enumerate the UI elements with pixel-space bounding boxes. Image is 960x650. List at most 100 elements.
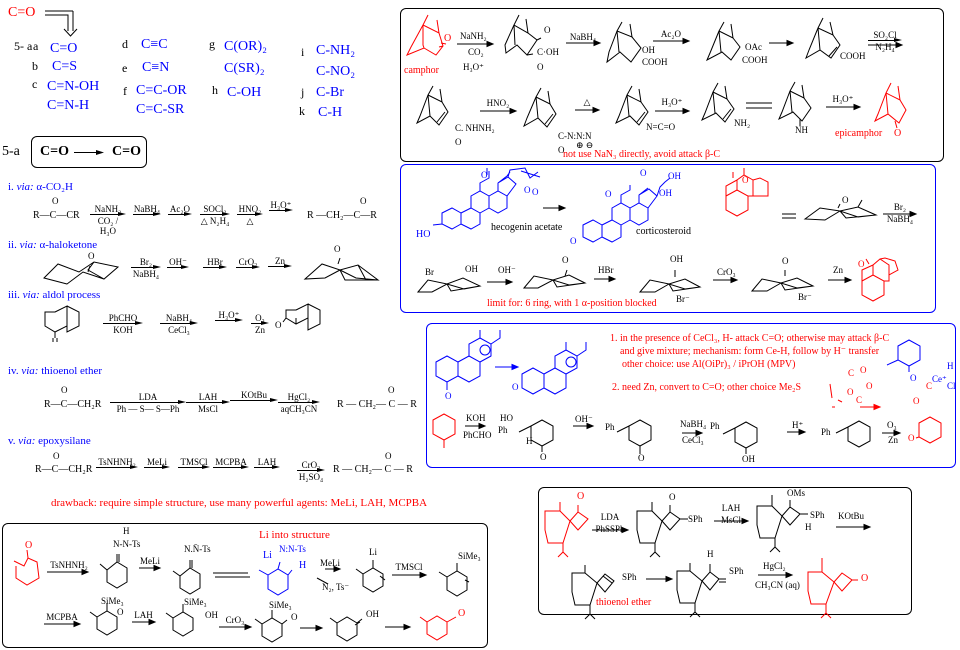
steroid-br4: Br⁻ <box>798 292 812 302</box>
reagent-top: SOCl₂ <box>203 204 227 214</box>
reagent-top: H₃O⁺ <box>832 94 854 104</box>
camphor-structure <box>405 14 447 56</box>
method-iv-step-1: LDA Ph — S— S—Ph <box>110 392 186 414</box>
method-num: i. <box>8 181 14 193</box>
transposition-box: C=O C=O <box>31 136 147 168</box>
cecl3-step-2-bottom: PhCHO <box>463 430 492 440</box>
group-j-letter: j <box>301 85 305 99</box>
group-i-letter: i <box>301 45 305 59</box>
cecl3-step-6-bottom: Zn <box>888 435 898 445</box>
cecl3-box <box>426 323 956 468</box>
reagent-top: HNO₂ <box>238 204 262 214</box>
spiro-sph2: SPh <box>688 514 703 524</box>
spiro-box <box>538 487 912 615</box>
oac: OAc <box>745 42 762 52</box>
steroid-oh1: OH <box>465 264 478 274</box>
steroid-o-ring: O <box>524 185 531 195</box>
shapiro-hydrazone: N-N-Ts <box>113 539 141 549</box>
group-b: C=S <box>52 59 78 74</box>
reagent-top: LDA <box>138 392 158 402</box>
transposition-to: C=O <box>112 144 141 159</box>
cecl3-o-prod: O <box>512 382 519 392</box>
shapiro-ket-si: SiMe₃ <box>269 600 292 610</box>
azide: C-N:N:N <box>558 131 592 141</box>
method-v-heading: v. via: epoxysilane <box>8 436 91 447</box>
shapiro-final-o: O <box>458 608 466 619</box>
method-iii-product-o: O <box>275 320 282 330</box>
cecl3-step-4-bottom: CeCl₃ <box>682 435 704 445</box>
spiro-o6: O <box>861 573 869 584</box>
hecogenin-structure <box>432 167 541 230</box>
spiro-h3: H <box>805 522 812 532</box>
group-e: C≡N <box>142 60 170 75</box>
hydroxy-cooh: COOH <box>642 57 668 67</box>
cs-o3: O <box>570 236 577 246</box>
hydrazide: C. NHNH₂ <box>455 123 495 133</box>
group-j: C-Br <box>316 85 344 100</box>
method-name: α-CO₂H <box>36 181 73 193</box>
reagent-top: SO₂Cl <box>873 30 897 40</box>
method-via: via: <box>22 289 40 301</box>
method-iii-step-3: H₃O⁺ <box>215 310 243 332</box>
arrow-blue <box>495 363 520 371</box>
epicamphor-structure <box>873 82 907 129</box>
method-i-product: R —CH₂—C—R <box>307 210 377 221</box>
label-5a: 5- a <box>14 39 33 53</box>
shapiro-enol-oh: OH <box>366 609 379 619</box>
camphor-step-3: Ac₂O <box>653 29 689 39</box>
reagent-bottom: △ N₂H₄ <box>200 216 230 226</box>
camphor-step-1-top: NaNH₂ <box>460 31 487 41</box>
methylcyclohexanone-product <box>419 615 457 641</box>
steroid-oh3: OH <box>670 254 683 264</box>
shapiro-step-4: TMSCl <box>392 562 426 572</box>
cecl3-note1-l3: other choice: use Al(OiPr)₃ / iPrOH (MPV… <box>622 359 796 370</box>
camphor-step-2: NaBH₄ <box>566 32 600 42</box>
method-iii-step-1: PhCHO KOH <box>103 313 143 335</box>
reagent-top: H₃O⁺ <box>218 310 240 320</box>
reagent-bottom: CeCl₃ <box>168 325 190 335</box>
enone-ph: Ph <box>605 422 615 432</box>
reagent-top: OH⁻ <box>169 257 187 267</box>
steroid-red-o: O <box>742 175 749 185</box>
reagent-bottom: Ph — S— S—Ph <box>116 404 180 414</box>
method-i-step-2: NaBH₄ <box>133 204 161 226</box>
method-i-start: R—C—CR <box>33 210 80 221</box>
method-name: thioenol ether <box>41 365 102 377</box>
reagent-bottom: KOH <box>113 325 133 335</box>
method-i-start-o: O <box>52 196 59 206</box>
method-ii-step-5: Zn <box>268 256 292 278</box>
method-via: via: <box>19 239 37 251</box>
reagent-bottom: H₂SO₄ <box>298 472 324 482</box>
reagent-bottom: NaBH₄ <box>132 269 160 279</box>
azide-o: O <box>558 145 565 155</box>
reagent-bottom: N₂H₄ <box>875 42 895 52</box>
cecl3-step-6-top: O₃ <box>887 420 897 430</box>
spiro-sph4: SPh <box>622 572 637 582</box>
group-k: C-H <box>318 105 343 120</box>
shapiro-byproducts: N₂, Ts⁻ <box>322 582 350 592</box>
method-i-product-o: O <box>360 196 367 206</box>
shapiro-ket-o: O <box>291 612 298 622</box>
reagent-top: H₃O⁺ <box>270 200 292 210</box>
reagent-top: TsNHNH₂ <box>50 560 88 570</box>
hydrazide-o: O <box>455 137 462 147</box>
spiro-sph3: SPh <box>810 510 825 520</box>
aldol-ho: HO <box>500 413 513 423</box>
method-v-step-1: TsNHNH₂ <box>96 457 138 479</box>
reagent-top: PhCHO <box>108 313 138 323</box>
hecogenin-label: hecogenin acetate <box>491 222 563 233</box>
method-i-step-6: H₃O⁺ <box>269 200 293 222</box>
ozonide-o2: O <box>866 381 873 391</box>
group-i-1: C-NH₂ <box>316 43 356 58</box>
steroid-red-o2: O <box>858 259 865 269</box>
shapiro-epox-o: O <box>117 607 124 617</box>
steroid-o-top: O <box>481 170 488 180</box>
ce-cl: Cl <box>947 381 956 391</box>
